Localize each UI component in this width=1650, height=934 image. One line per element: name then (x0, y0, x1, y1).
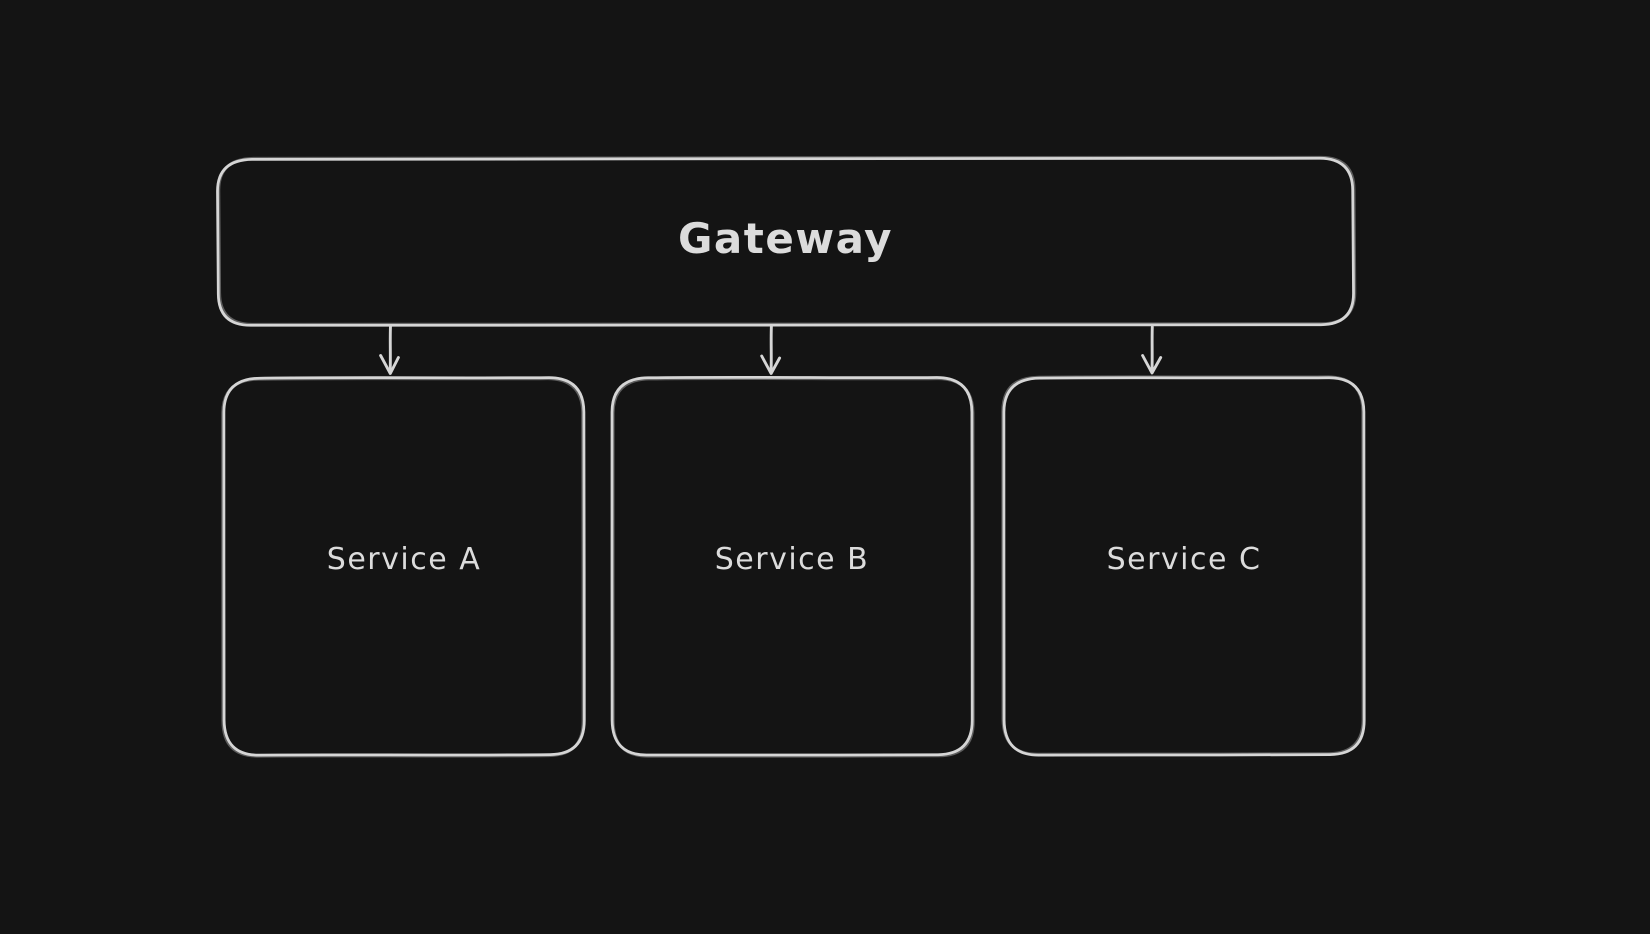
edge-gateway-service-a (379, 324, 400, 375)
arrow-head-icon (379, 354, 400, 375)
service-a-node (221, 376, 586, 758)
gateway-node (216, 155, 1357, 327)
edge-gateway-service-b (760, 324, 782, 375)
edge-gateway-service-c (1141, 325, 1163, 375)
arrow-head-icon (1141, 354, 1163, 375)
service-b-node (610, 375, 975, 758)
service-c-node (1001, 375, 1366, 757)
arrow-head-icon (760, 354, 782, 375)
